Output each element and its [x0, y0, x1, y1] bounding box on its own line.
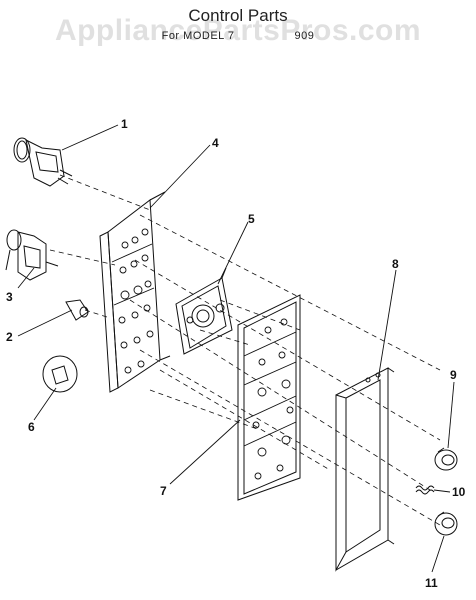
part-8-frame: [335, 367, 395, 572]
model-line: For MODEL 7 909: [0, 30, 476, 42]
callout-1: 1: [121, 117, 128, 131]
callout-5: 5: [248, 212, 255, 226]
callout-8: 8: [392, 257, 399, 271]
callout-11: 11: [425, 576, 438, 590]
part-5-timer-module: [175, 267, 233, 355]
watermark: AppliancePartsPros.com: [54, 14, 422, 47]
part-1-thermostat: [13, 137, 73, 187]
part-4-bracket-plate: [99, 191, 171, 393]
callout-2: 2: [6, 330, 13, 344]
callout-4: 4: [212, 136, 219, 150]
part-6-detail-circle: [42, 355, 78, 393]
part-9-knob: [434, 447, 458, 471]
model-number-fragment: 909: [294, 30, 315, 42]
alignment-lines: [49, 174, 441, 526]
callout-3: 3: [6, 290, 13, 304]
part-7-control-panel: [237, 294, 301, 501]
callout-6: 6: [28, 420, 35, 434]
model-prefix: For MODEL 7: [161, 30, 235, 42]
part-3-switch: [5, 229, 59, 281]
callout-9: 9: [450, 368, 457, 382]
part-2-indicator: [65, 299, 89, 321]
leader-lines: [17, 124, 455, 573]
part-11-knob: [434, 511, 458, 536]
callout-10: 10: [452, 485, 466, 499]
part-10-spring: [415, 485, 435, 495]
callout-7: 7: [160, 484, 167, 498]
page-title: Control Parts: [188, 6, 288, 25]
